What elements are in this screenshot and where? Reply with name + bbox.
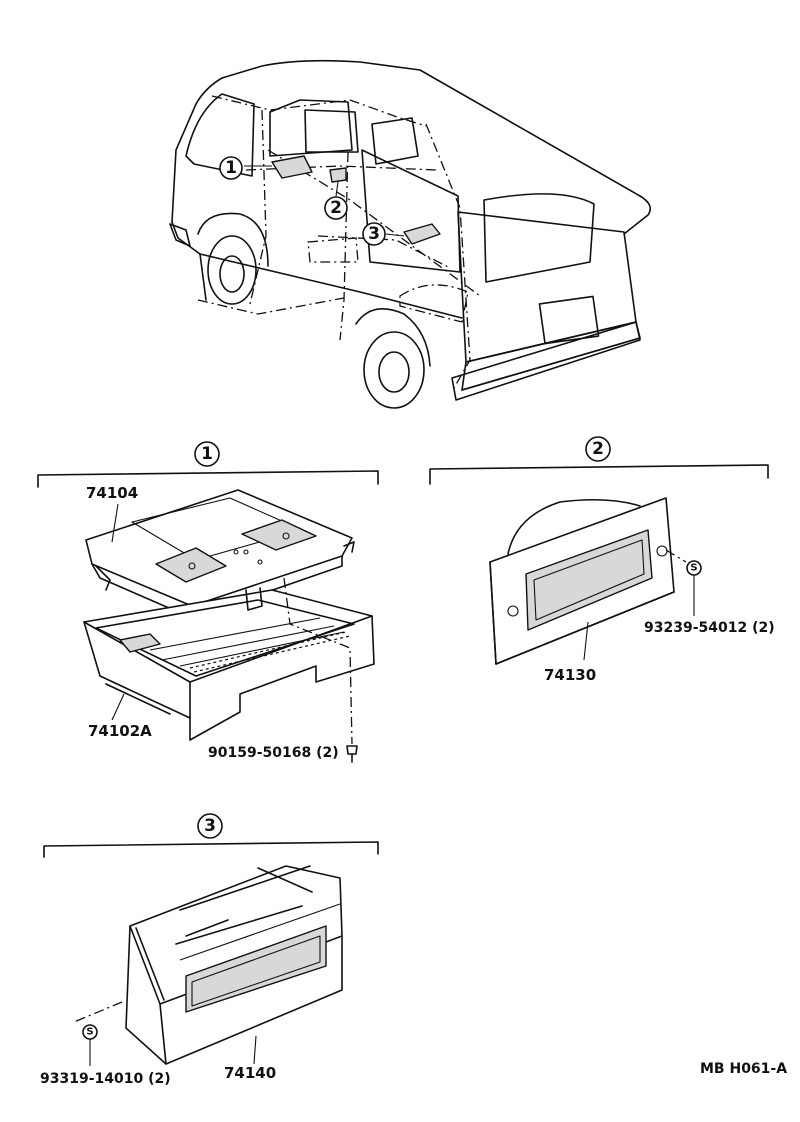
label-90159-50168: 90159-50168 (2) [208, 745, 339, 761]
callout-2-overview: 2 [324, 196, 348, 220]
section-3-bracket: 3 [43, 813, 379, 858]
svg-text:S: S [690, 563, 697, 574]
console-box-tray-74102A [83, 587, 375, 741]
svg-text:2: 2 [330, 198, 342, 218]
svg-text:2: 2 [592, 439, 604, 459]
ashtray-mounted-3 [403, 223, 441, 245]
label-93239-54012: 93239-54012 (2) [644, 620, 775, 636]
label-74130: 74130 [544, 666, 596, 684]
section-2-bracket: 2 [429, 436, 769, 485]
drawing-code: MB H061-A [700, 1061, 787, 1077]
label-93319-14010: 93319-14010 (2) [40, 1071, 171, 1087]
ashtray-bezel-74130 [489, 497, 675, 665]
ashtray-box-74140 [125, 865, 343, 1065]
screw-93239: S [665, 549, 702, 616]
svg-text:3: 3 [368, 224, 380, 244]
callout-3-overview: 3 [362, 222, 386, 246]
svg-text:1: 1 [201, 444, 213, 464]
ashtray-mounted-2 [329, 167, 347, 183]
rear-wheel [355, 308, 431, 409]
svg-text:3: 3 [204, 816, 216, 836]
label-74102A: 74102A [88, 722, 152, 740]
console-box-mounted-1 [271, 155, 313, 179]
svg-text:S: S [86, 1027, 93, 1038]
svg-text:1: 1 [225, 158, 237, 178]
label-74104: 74104 [86, 484, 138, 502]
screw-90159 [283, 577, 358, 763]
front-wheel [197, 212, 269, 305]
label-74140: 74140 [224, 1064, 276, 1082]
console-box-lid-74104 [85, 489, 355, 619]
callout-1-overview: 1 [219, 156, 243, 180]
van-illustration [169, 59, 651, 409]
screw-93319: S [73, 1001, 123, 1066]
section-1-bracket: 1 [37, 441, 379, 488]
